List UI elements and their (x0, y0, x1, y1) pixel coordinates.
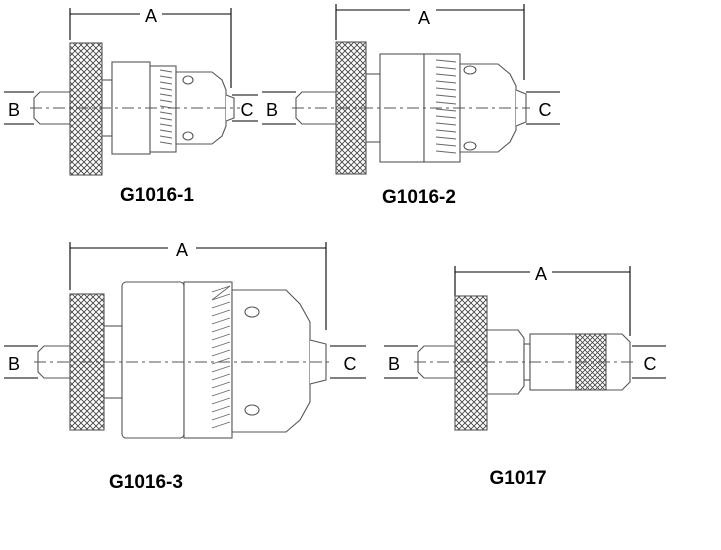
key-hole-g1016-2-top (463, 65, 477, 75)
dimension-a-g1017 (454, 266, 631, 336)
label-b-g1017: B (388, 354, 400, 374)
label-a-g1016-2: A (418, 8, 430, 28)
chuck-sleeve-g1016-1 (149, 65, 177, 153)
label-b-g1016-3: B (8, 354, 20, 374)
key-hole-g1016-1-top (182, 75, 194, 85)
label-c-g1017: C (644, 354, 657, 374)
dimension-a-g1016-2 (335, 4, 525, 80)
key-hole-g1016-3-bottom (244, 404, 260, 416)
label-b-g1016-2: B (266, 100, 278, 120)
model-label-g1016-2: G1016-2 (382, 187, 456, 208)
figure-g1017: A B C (384, 264, 666, 431)
figure-g1016-3: A B C (4, 240, 366, 439)
key-hole-g1016-1-bottom (182, 131, 194, 141)
gear-teeth-g1016-1 (159, 69, 173, 145)
dimension-bc-g1016-1 (4, 91, 258, 125)
label-a-g1016-3: A (176, 240, 188, 260)
model-label-g1016-1: G1016-1 (120, 185, 194, 206)
gear-teeth-g1016-3 (211, 285, 231, 429)
gear-teeth-g1016-2 (435, 59, 457, 154)
key-hole-g1016-3-top (244, 306, 260, 318)
label-c-g1016-1: C (241, 100, 254, 120)
dimension-bc-g1016-3 (4, 345, 366, 379)
dimension-a-g1016-3 (69, 242, 327, 330)
label-a-g1017: A (535, 264, 547, 284)
knurled-collar-g1016-1 (69, 42, 103, 176)
knurled-collar-g1017 (454, 295, 488, 431)
label-c-g1016-3: C (344, 354, 357, 374)
label-a-g1016-1: A (145, 6, 157, 26)
figure-g1016-2: A B C (262, 4, 560, 175)
model-label-g1017: G1017 (489, 468, 546, 489)
model-label-g1016-3: G1016-3 (109, 472, 183, 493)
chuck-nose-g1016-3 (231, 289, 311, 433)
chuck-body-g1016-3 (121, 281, 185, 439)
key-hole-g1016-2-bottom (463, 141, 477, 151)
dimension-bc-g1017 (384, 345, 666, 379)
dimension-a-g1016-1 (69, 8, 232, 88)
dimension-bc-g1016-2 (262, 91, 560, 125)
neck-g1017 (486, 329, 525, 395)
label-c-g1016-2: C (539, 100, 552, 120)
collet-nose-g1017 (605, 333, 631, 391)
label-b-g1016-1: B (8, 100, 20, 120)
figure-g1016-1: A B C (4, 6, 258, 176)
